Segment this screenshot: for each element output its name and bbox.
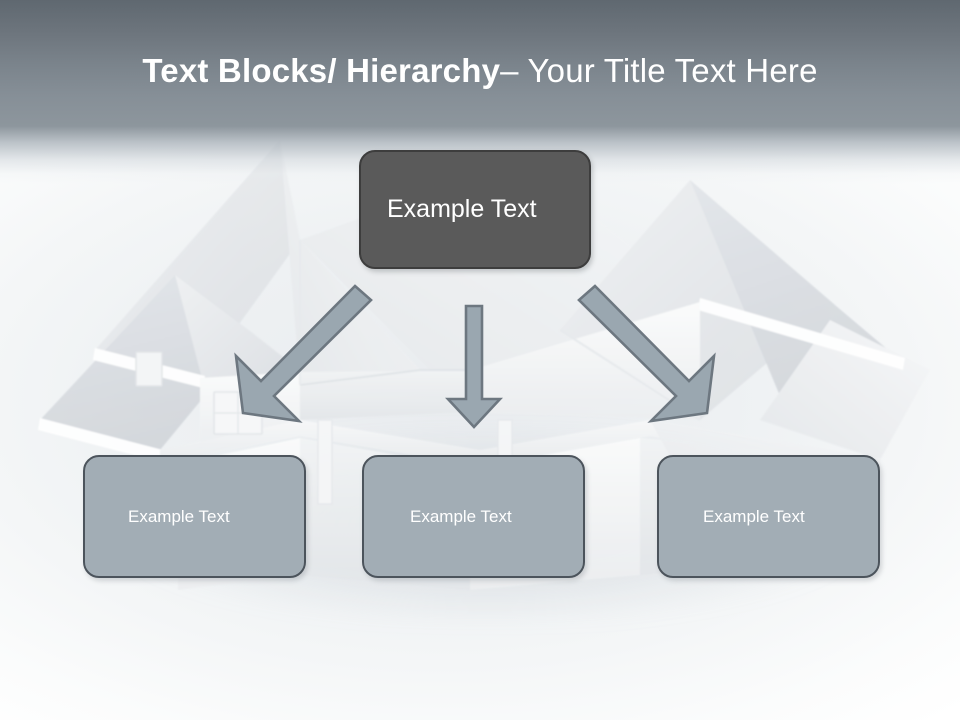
title-banner	[0, 0, 960, 126]
node-child-1[interactable]: Example Text	[83, 455, 306, 578]
node-child-1-label: Example Text	[128, 506, 230, 526]
page-title-light: – Your Title Text Here	[500, 52, 818, 89]
arrow-down-left-icon	[234, 284, 373, 423]
arrow-down-right-icon	[577, 284, 716, 423]
node-child-2[interactable]: Example Text	[362, 455, 585, 578]
node-child-3-label: Example Text	[703, 506, 805, 526]
arrow-down-icon	[445, 304, 503, 429]
node-child-2-label: Example Text	[410, 506, 512, 526]
page-title: Text Blocks/ Hierarchy – Your Title Text…	[0, 0, 960, 126]
node-root[interactable]: Example Text	[359, 150, 591, 269]
page-title-bold: Text Blocks/ Hierarchy	[142, 52, 501, 89]
node-root-label: Example Text	[387, 195, 537, 223]
node-child-3[interactable]: Example Text	[657, 455, 880, 578]
